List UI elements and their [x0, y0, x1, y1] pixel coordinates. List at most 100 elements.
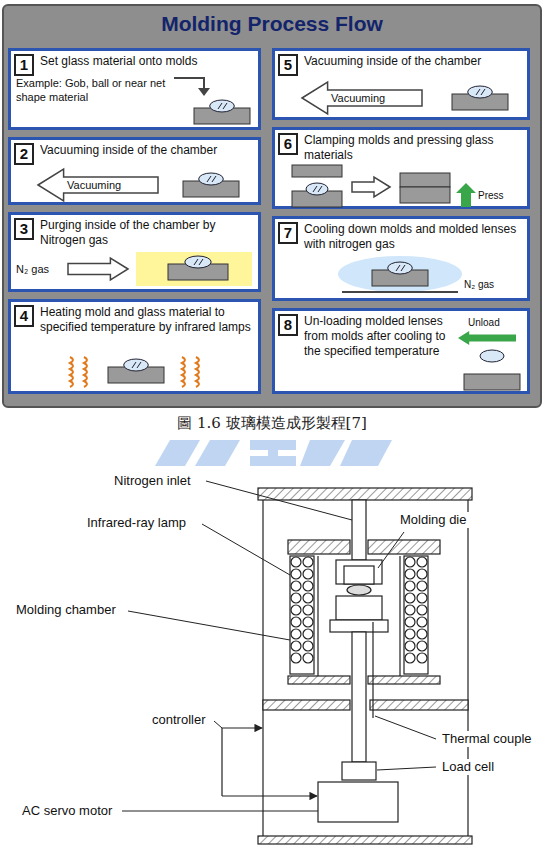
watermark — [268, 440, 278, 466]
leader-lines — [202, 524, 290, 575]
machine-frame — [258, 488, 472, 844]
step-illustration — [182, 357, 185, 387]
leader-lines — [378, 532, 404, 568]
step-number: 3 — [14, 218, 34, 240]
infrared-lamp-coils — [291, 617, 301, 627]
step-illustration — [84, 357, 87, 387]
step-illustration — [210, 100, 235, 112]
step-illustration — [338, 256, 462, 292]
infrared-lamp-coils — [303, 557, 313, 567]
machine-frame — [370, 700, 468, 710]
step-illustration — [70, 357, 73, 387]
leader-lines — [375, 716, 436, 739]
molding-die — [330, 620, 388, 632]
drive-unit — [222, 727, 262, 728]
step-illustration — [468, 86, 493, 98]
step-heading: Clamping molds and pressing glass materi… — [304, 133, 524, 163]
molding-die — [344, 566, 374, 584]
part-label: Thermal couple — [440, 731, 534, 747]
molding-die — [372, 622, 373, 718]
step-illustration — [218, 103, 227, 109]
step-illustration — [70, 357, 199, 387]
part-label: Infrared-ray lamp — [85, 515, 188, 531]
infrared-lamp-coils — [303, 641, 313, 651]
molding-chamber — [368, 676, 440, 684]
step-number: 4 — [14, 305, 34, 327]
infrared-lamp-coils — [303, 653, 313, 663]
step-illustration — [313, 186, 322, 192]
molding-die — [352, 500, 366, 560]
process-step-box: 4Heating mold and glass material to spec… — [8, 299, 261, 394]
infrared-lamp-coils — [417, 617, 427, 627]
process-step-box: 1Set glass material onto moldsExample: G… — [8, 48, 261, 130]
step-number: 2 — [14, 143, 34, 165]
step-heading: Un-loading molded lenses from molds afte… — [304, 314, 452, 359]
step-note: Vacuuming — [331, 91, 416, 105]
leader-lines — [128, 611, 290, 640]
step-illustration — [68, 252, 252, 286]
step-note: Unload — [468, 316, 518, 329]
drive-unit — [222, 795, 317, 796]
step-heading: Set glass material onto molds — [40, 54, 255, 69]
drive-unit — [222, 728, 398, 822]
step-illustration — [124, 359, 149, 371]
leader-lines — [206, 481, 352, 520]
step-illustration — [388, 262, 413, 274]
step-illustration — [352, 177, 390, 197]
step-note: Vacuuming — [67, 178, 152, 192]
infrared-lamp-coils — [291, 593, 301, 603]
figure-caption: 圖 1.6 玻璃模造成形製程[7] — [0, 414, 544, 433]
infrared-lamp-coils — [405, 593, 415, 603]
step-heading: Vacuuming inside of the chamber — [304, 54, 524, 69]
step-illustration — [400, 173, 450, 187]
infrared-lamp-coils — [303, 593, 313, 603]
step-illustration — [199, 173, 224, 185]
molding-chamber — [404, 556, 428, 674]
process-step-box: 3Purging inside of the chamber by Nitrog… — [8, 212, 261, 292]
step-illustration — [38, 169, 239, 201]
machine-frame — [258, 836, 472, 844]
step-heading: Vacuuming inside of the chamber — [40, 143, 255, 158]
part-label: Molding chamber — [14, 602, 118, 618]
step-note: Press — [478, 189, 522, 202]
step-illustration — [464, 374, 520, 390]
infrared-lamp-coils — [417, 605, 427, 615]
step-illustration — [196, 357, 199, 387]
leader-lines — [214, 721, 222, 728]
infrared-lamp-coils — [303, 605, 313, 615]
step-heading: Cooling down molds and molded lenses wit… — [304, 222, 524, 252]
infrared-lamp-coils — [303, 569, 313, 579]
step-note: N₂ gas — [464, 278, 514, 291]
step-illustration — [136, 252, 252, 286]
part-label: Nitrogen inlet — [112, 473, 193, 489]
watermark — [155, 440, 392, 466]
leader-lines — [122, 811, 318, 812]
watermark — [340, 440, 392, 466]
machine-frame — [262, 500, 263, 836]
part-label: Molding die — [398, 512, 469, 528]
leader-lines — [377, 767, 436, 770]
molding-chamber — [288, 676, 350, 684]
molding-die — [330, 500, 388, 762]
step-illustration — [458, 331, 516, 345]
molding-die — [336, 596, 382, 620]
flow-title: Molding Process Flow — [0, 12, 544, 36]
machine-frame — [258, 488, 472, 500]
step-number: 7 — [278, 222, 298, 244]
process-step-box: 6Clamping molds and pressing glass mater… — [272, 127, 530, 209]
step-number: 8 — [278, 314, 298, 336]
infrared-lamp-coils — [291, 653, 301, 663]
infrared-lamp-coils — [291, 557, 301, 567]
molding-chamber — [368, 540, 440, 554]
infrared-lamp-coils — [405, 581, 415, 591]
step-note: Example: Gob, ball or near net shape mat… — [16, 76, 166, 104]
infrared-lamp-coils — [405, 641, 415, 651]
infrared-lamp-coils — [303, 581, 313, 591]
step-illustration — [132, 362, 141, 368]
step-illustration — [68, 258, 128, 280]
infrared-lamp-coils — [417, 557, 427, 567]
drive-unit — [221, 728, 222, 796]
infrared-lamp-coils — [405, 629, 415, 639]
drive-unit — [318, 782, 398, 822]
